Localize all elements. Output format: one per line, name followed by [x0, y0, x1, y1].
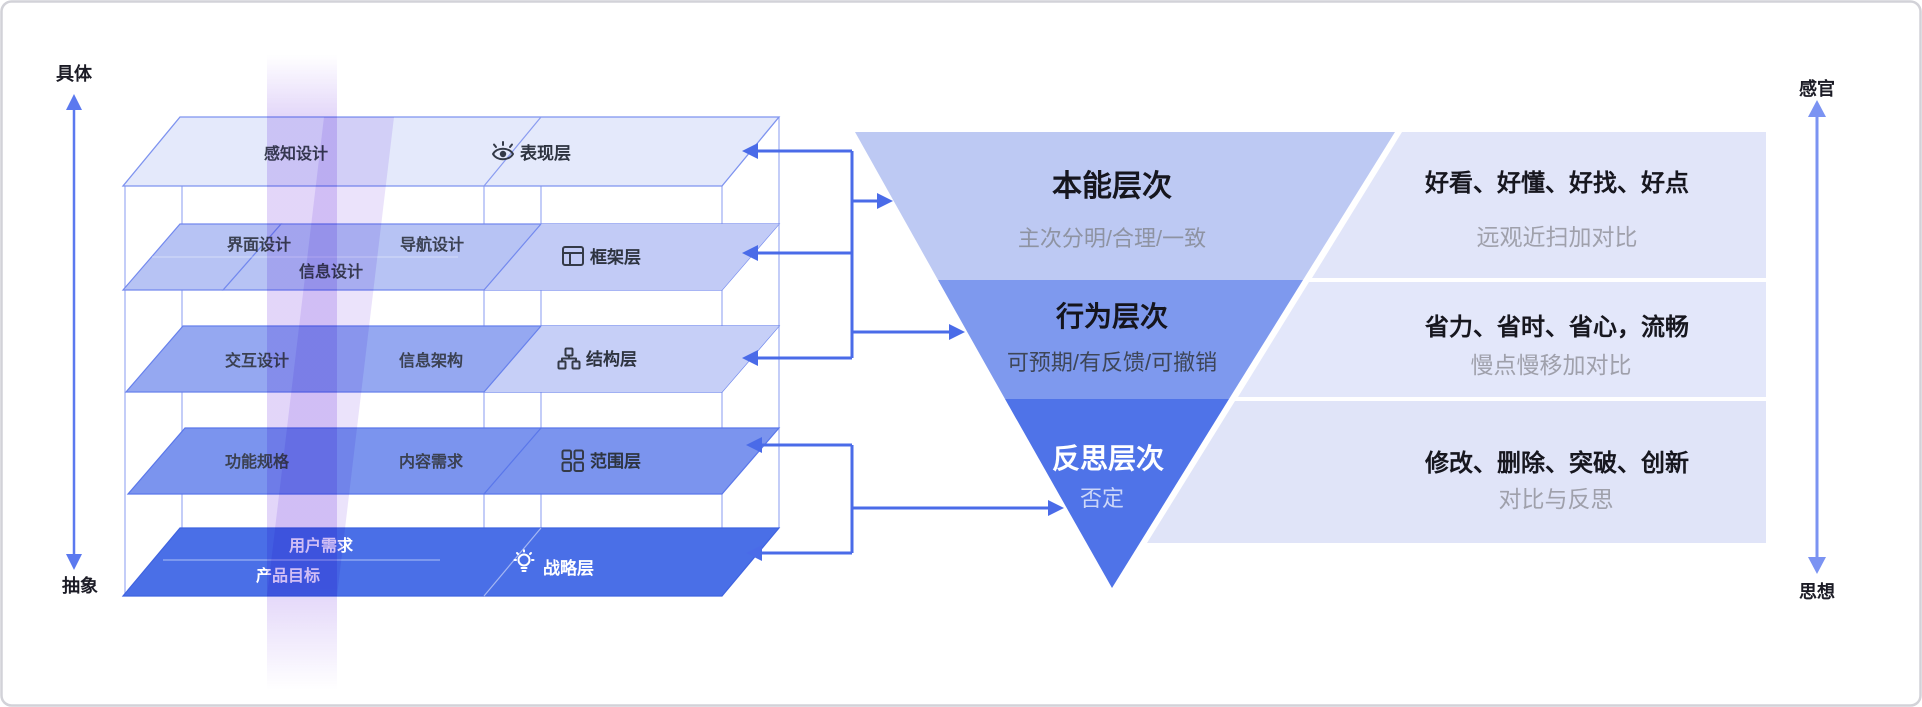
panel-row [1147, 401, 1766, 543]
funnel: 本能层次 主次分明/合理/一致 行为层次 可预期/有反馈/可撤销 反思层次 否定 [855, 132, 1395, 588]
sitemap-icon [557, 347, 581, 370]
left-axis: 具体 抽象 [56, 63, 98, 596]
purple-band-skewed [267, 117, 394, 596]
layer-label: 表现层 [520, 143, 571, 163]
arrow-right-icon [877, 193, 893, 209]
right-axis-bottom-label: 思想 [1799, 581, 1835, 602]
panel-row [1312, 132, 1766, 278]
purple-highlight-band [267, 55, 394, 690]
layer-item: 内容需求 [399, 452, 464, 471]
panel-row [1238, 282, 1766, 397]
cell-divider [483, 223, 542, 291]
stack-layer-skeleton: 界面设计 导航设计 信息设计 框架层 [121, 223, 781, 291]
arrow-left-icon [742, 143, 758, 159]
stack-layer-scope: 功能规格 内容需求 范围层 [126, 427, 781, 495]
panel-row-main: 好看、好懂、好找、好点 [1424, 170, 1689, 197]
frame-icon [562, 246, 584, 266]
arrow-left-icon [742, 245, 758, 261]
panel-row-sub: 慢点慢移加对比 [1471, 352, 1632, 378]
cell-divider [483, 527, 542, 597]
funnel-level-behavioral [938, 280, 1303, 399]
left-axis-arrow-down-icon [66, 554, 82, 570]
right-axis-arrow-down-icon [1808, 557, 1826, 574]
stack-layer-structure: 交互设计 信息架构 结构层 [124, 325, 781, 393]
left-axis-bottom-label: 抽象 [62, 575, 98, 596]
eye-icon [492, 141, 514, 161]
cell-divider [483, 325, 542, 393]
left-axis-top-label: 具体 [56, 63, 93, 84]
left-axis-arrow-up-icon [66, 94, 82, 110]
connector-arrowheads [742, 143, 1064, 561]
funnel-title: 行为层次 [1055, 300, 1168, 332]
panel-row-sub: 对比与反思 [1499, 486, 1614, 512]
funnel-subtitle: 否定 [1080, 486, 1124, 511]
layer-label: 范围层 [590, 451, 641, 471]
label-cell [484, 224, 779, 290]
arrow-right-icon [1048, 500, 1064, 516]
cell-divider [483, 116, 542, 187]
panel-row-main: 省力、省时、省心，流畅 [1424, 314, 1689, 341]
right-panel: 好看、好懂、好找、好点 远观近扫加对比 省力、省时、省心，流畅 慢点慢移加对比 … [1147, 132, 1766, 543]
layer-label: 结构层 [586, 349, 637, 369]
funnel-subtitle: 主次分明/合理/一致 [1018, 226, 1206, 251]
right-axis-top-label: 感官 [1799, 78, 1835, 99]
right-axis: 感官 思想 [1799, 78, 1835, 602]
funnel-title: 反思层次 [1052, 443, 1164, 474]
connectors [756, 149, 1049, 555]
arrow-left-icon [742, 350, 758, 366]
stack-layer-strategy: 用户需求 产品目标 战略层 [121, 527, 781, 597]
stack-layer-surface: 感知设计 表现层 [121, 116, 781, 187]
layer-label: 战略层 [543, 558, 594, 578]
label-cell [484, 326, 779, 392]
panel-row-main: 修改、删除、突破、创新 [1424, 449, 1689, 477]
arrow-left-icon [746, 545, 762, 561]
layer-label: 框架层 [590, 247, 641, 267]
funnel-subtitle: 可预期/有反馈/可撤销 [1007, 350, 1217, 375]
arrow-right-icon [949, 324, 965, 340]
funnel-level-visceral [855, 132, 1395, 280]
funnel-title: 本能层次 [1052, 170, 1172, 203]
bulb-icon [513, 549, 535, 572]
layer-item: 导航设计 [400, 235, 464, 254]
cell-divider [483, 427, 542, 495]
arrow-left-icon [746, 437, 762, 453]
funnel-level-reflective [1005, 399, 1229, 588]
panel-row-sub: 远观近扫加对比 [1477, 224, 1638, 250]
layer-item: 信息架构 [399, 351, 463, 370]
grid-icon [561, 449, 584, 472]
right-axis-arrow-up-icon [1808, 100, 1826, 117]
